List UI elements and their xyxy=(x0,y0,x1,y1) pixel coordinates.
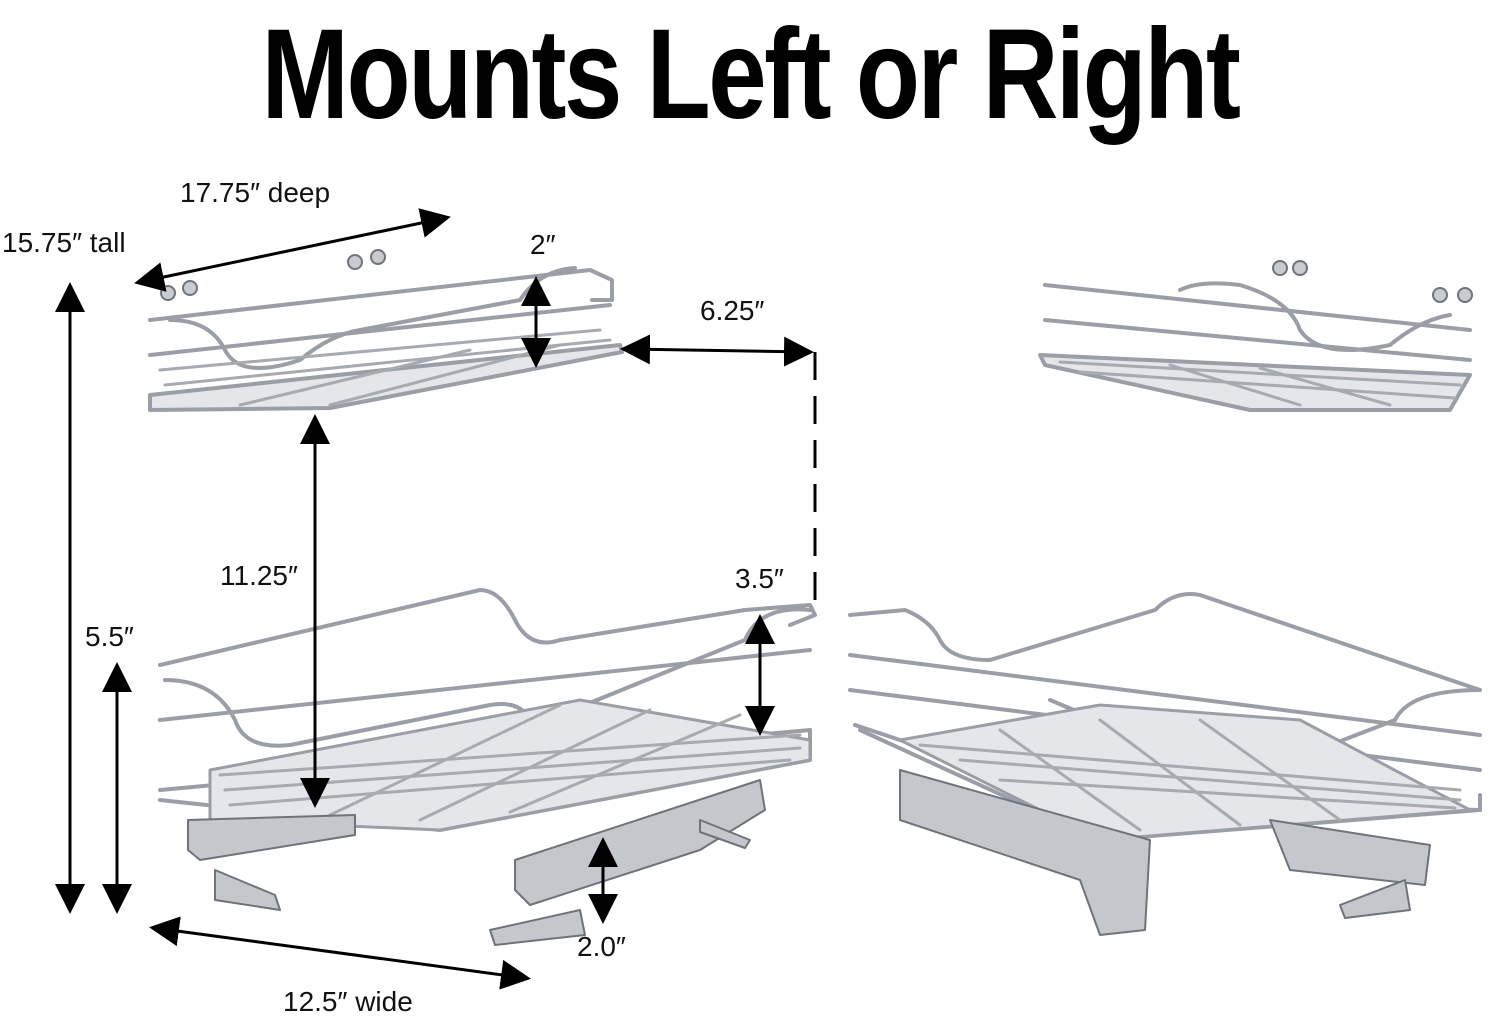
right-basket xyxy=(848,592,1482,842)
wide-arrow xyxy=(149,916,531,990)
deep-label: 17.75″ deep xyxy=(180,177,330,208)
right-top-grid xyxy=(1058,360,1462,407)
wide-label: 12.5″ wide xyxy=(283,986,413,1016)
dimension-arrows xyxy=(55,208,817,990)
right-slides xyxy=(899,769,1431,936)
slide-height-label: 2.0″ xyxy=(577,931,626,962)
bottom-rail-label: 3.5″ xyxy=(735,563,784,594)
deep-arrow xyxy=(134,208,451,292)
right-basket-grid xyxy=(918,718,1462,832)
right-finials xyxy=(1272,260,1473,303)
left-organizer xyxy=(148,249,817,946)
left-basket xyxy=(158,588,817,832)
gap-arrow xyxy=(620,334,814,367)
left-top-shelf xyxy=(148,266,624,412)
gap-label: 6.25″ xyxy=(700,295,764,326)
top-rail-label: 2″ xyxy=(530,229,556,260)
dimension-labels: 17.75″ deep 15.75″ tall 2″ 6.25″ 11.25″ … xyxy=(2,177,784,1016)
basket-height-label: 5.5″ xyxy=(85,621,134,652)
shelf-clearance-label: 11.25″ xyxy=(220,560,298,591)
page-title: Mounts Left or Right xyxy=(261,3,1241,146)
tall-label: 15.75″ tall xyxy=(2,227,126,258)
right-organizer xyxy=(848,260,1482,936)
